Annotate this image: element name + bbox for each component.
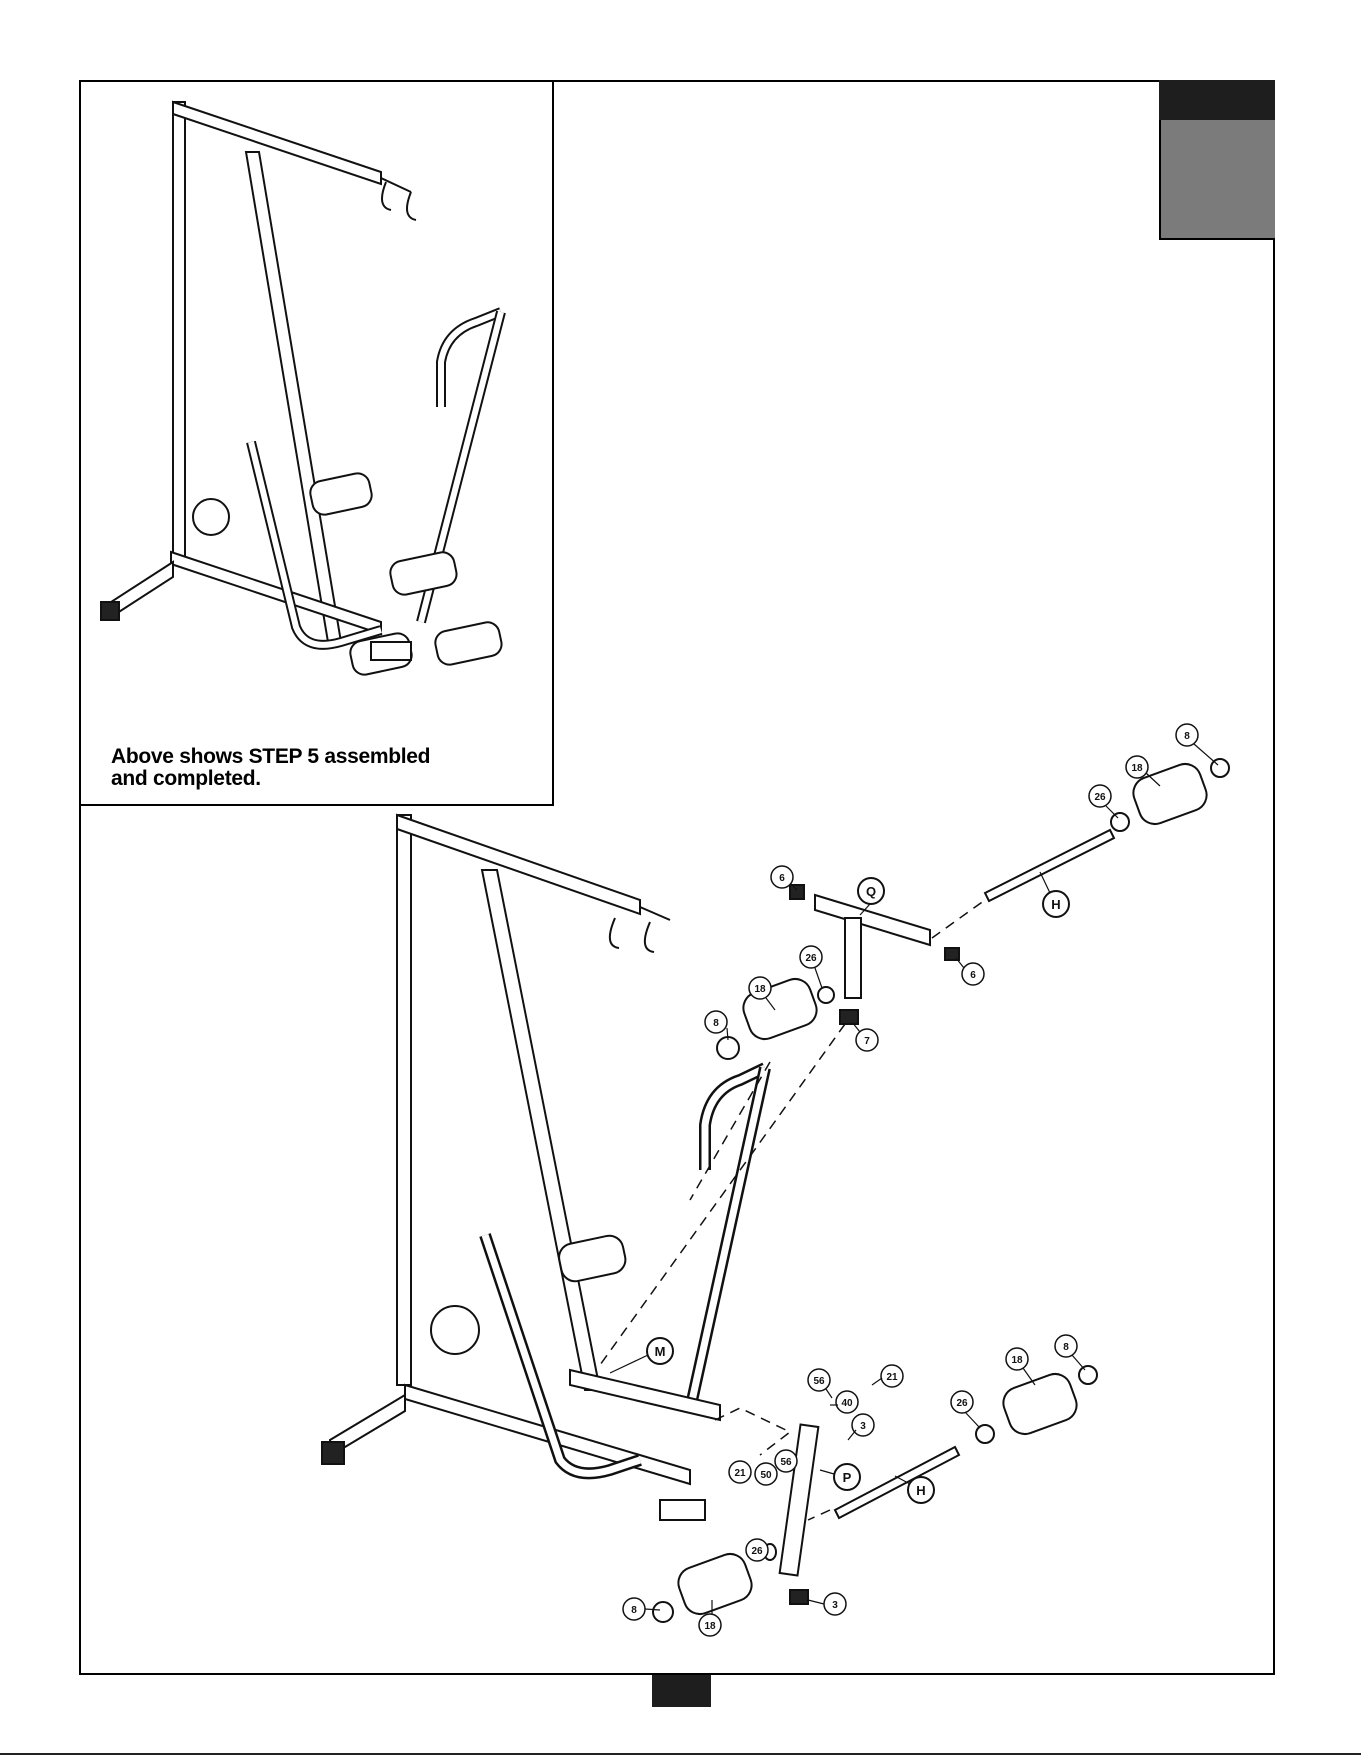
callout-6-a: 6 xyxy=(779,873,785,884)
callout-18-b: 18 xyxy=(754,984,766,995)
callout-8-d: 8 xyxy=(631,1605,637,1616)
callout-letter-q: Q xyxy=(866,884,876,899)
callout-3-b: 3 xyxy=(832,1600,838,1611)
callout-26-c: 26 xyxy=(956,1398,968,1409)
callout-letter-p: P xyxy=(843,1470,852,1485)
callout-56-a: 56 xyxy=(813,1376,825,1387)
callout-18-a: 18 xyxy=(1131,763,1143,774)
callout-letter-h-lower: H xyxy=(916,1483,925,1498)
callout-21-a: 21 xyxy=(886,1372,898,1383)
callout-50: 50 xyxy=(760,1470,772,1481)
callout-3-a: 3 xyxy=(860,1421,866,1432)
callout-26-b: 26 xyxy=(805,953,817,964)
callout-8-b: 8 xyxy=(713,1018,719,1029)
callout-letter-m: M xyxy=(655,1344,666,1359)
callout-7: 7 xyxy=(864,1036,870,1047)
callout-40: 40 xyxy=(841,1398,853,1409)
callout-8-c: 8 xyxy=(1063,1342,1069,1353)
callout-56-b: 56 xyxy=(780,1457,792,1468)
callout-26-a: 26 xyxy=(1094,792,1106,803)
callout-letter-h-upper: H xyxy=(1051,897,1060,912)
callout-18-c: 18 xyxy=(1011,1355,1023,1366)
callout-6-b: 6 xyxy=(970,970,976,981)
callout-21-b: 21 xyxy=(734,1468,746,1479)
callout-8-a: 8 xyxy=(1184,731,1190,742)
page-number-tab xyxy=(652,1675,711,1707)
callout-26-d: 26 xyxy=(751,1546,763,1557)
bottom-rule xyxy=(0,1753,1361,1755)
callout-18-d: 18 xyxy=(704,1621,716,1632)
